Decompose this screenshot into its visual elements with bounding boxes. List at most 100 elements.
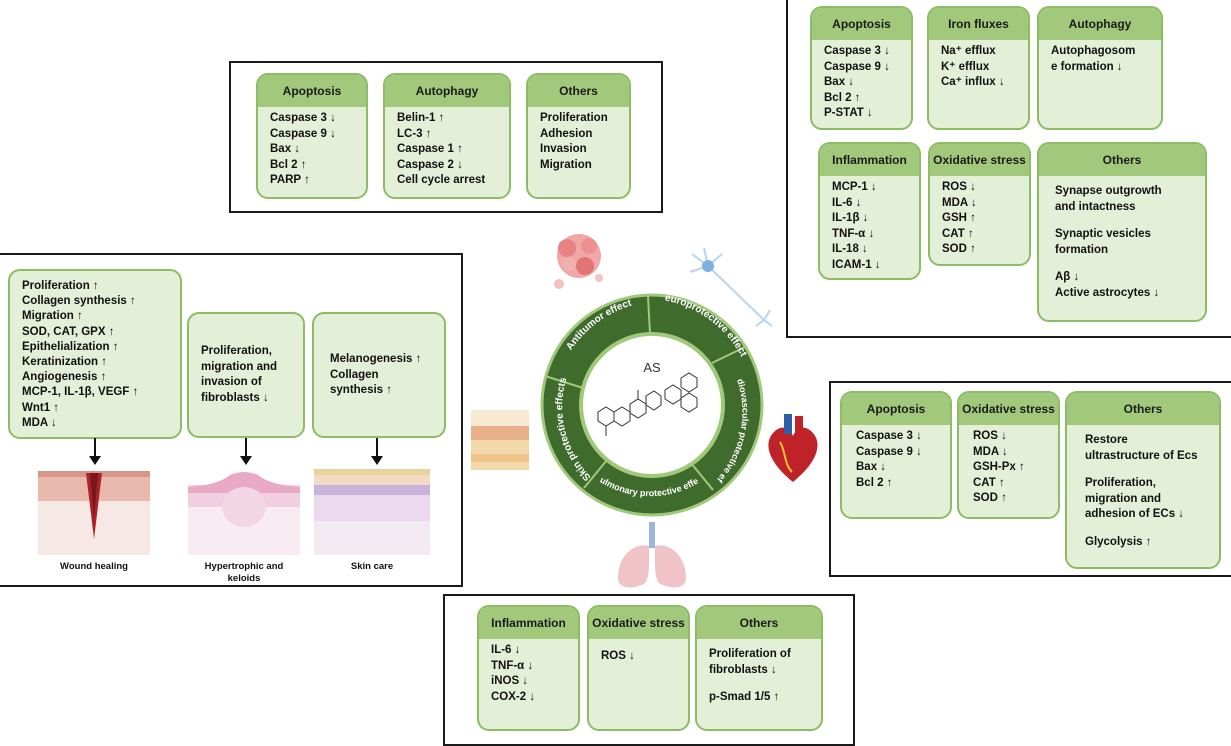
card-item: Adhesion [540,127,593,140]
pulmonary-oxidative-stress-card: Oxidative stress ROS ↓ [587,605,690,731]
card-item: Proliferation [540,112,608,124]
card-item: Caspase 3 ↓ [856,430,922,442]
card-list: IL-6 ↓TNF-α ↓iNOS ↓COX-2 ↓ [479,639,578,709]
skin-protective-panel: Proliferation ↑Collagen synthesis ↑Migra… [0,253,463,587]
card-item: Restore [1085,434,1128,446]
molecule-structure-icon [597,372,698,436]
card-item: Proliferation, [201,345,272,357]
card-item: Caspase 9 ↓ [856,445,922,458]
spacer [709,678,813,690]
card-item: Bcl 2 ↑ [270,158,307,171]
pulmonary-inflammation-card: Inflammation IL-6 ↓TNF-α ↓iNOS ↓COX-2 ↓ [477,605,580,731]
card-item: Bax ↓ [856,461,887,473]
card-item: Bax ↓ [270,143,301,155]
card-item: migration and [201,360,278,373]
wheel-ring [540,293,764,517]
tumor-cells-icon [554,234,603,289]
card-item: fibroblasts ↓ [201,391,269,404]
card-item: Active astrocytes ↓ [1055,286,1160,299]
card-item: Melanogenesis ↑ [330,353,422,365]
card-title: Others [528,75,629,107]
neuro-apoptosis-card: Apoptosis Caspase 3 ↓Caspase 9 ↓Bax ↓Bcl… [810,6,913,130]
card-item: Keratinization ↑ [22,356,107,369]
card-item: Bax ↓ [824,76,855,88]
card-item: MCP-1, IL-1β, VEGF ↑ [22,386,139,399]
center-label: AS [643,360,661,375]
card-item: MDA ↓ [22,416,57,429]
card-list: Caspase 3 ↓Caspase 9 ↓Bax ↓Bcl 2 ↑PARP ↑ [258,107,366,193]
card-list: ROS ↓MDA ↓GSH ↑CAT ↑SOD ↑ [930,176,1029,262]
antitumor-autophagy-card: Autophagy Belin-1 ↑LC-3 ↑Caspase 1 ↑Casp… [383,73,511,199]
wheel-center [579,332,725,478]
card-item: GSH-Px ↑ [973,461,1025,473]
card-title: Oxidative stress [589,607,688,639]
spacer [1055,215,1197,227]
segment-antitumor: Antitumor effect [564,298,633,353]
card-item: Proliferation, [1085,477,1156,489]
card-title: Oxidative stress [959,393,1058,425]
card-item: IL-1β ↓ [832,212,869,224]
lungs-icon [618,522,686,588]
neuron-icon [689,247,773,327]
cardio-apoptosis-card: Apoptosis Caspase 3 ↓Caspase 9 ↓Bax ↓Bcl… [840,391,952,519]
card-item: Autophagosom [1051,45,1136,57]
card-title: Others [1067,393,1219,425]
card-item: Migration [540,158,592,171]
card-item: adhesion of ECs ↓ [1085,508,1185,520]
pulmonary-panel: Inflammation IL-6 ↓TNF-α ↓iNOS ↓COX-2 ↓ … [443,594,855,746]
card-item: fibroblasts ↓ [709,663,777,676]
card-item: ultrastructure of Ecs [1085,449,1198,462]
card-item: ICAM-1 ↓ [832,258,881,271]
skin-wound-card: Proliferation ↑Collagen synthesis ↑Migra… [8,269,182,439]
card-item: Epithelialization ↑ [22,340,119,353]
card-item: Cell cycle arrest [397,174,486,186]
card-list: Caspase 3 ↓Caspase 9 ↓Bax ↓Bcl 2 ↑P-STAT… [812,40,911,126]
card-item: Synaptic vesicles [1055,228,1151,240]
card-item: Migration ↑ [22,310,83,323]
card-item: Collagen synthesis ↑ [22,295,136,308]
card-item: iNOS ↓ [491,675,529,687]
card-item: K⁺ efflux [941,60,990,73]
card-title: Inflammation [479,607,578,639]
card-item: migration and [1085,492,1162,505]
card-item: ROS ↓ [601,650,635,662]
card-item: formation [1055,243,1109,256]
spacer [1055,258,1197,270]
card-item: IL-18 ↓ [832,243,868,255]
card-item: CAT ↑ [942,227,974,240]
card-title: Iron fluxes [929,8,1028,40]
card-item: Na⁺ efflux [941,45,996,57]
card-item: Caspase 3 ↓ [270,112,336,124]
neuro-oxidative-stress-card: Oxidative stress ROS ↓MDA ↓GSH ↑CAT ↑SOD… [928,142,1031,266]
card-item: TNF-α ↓ [491,659,534,672]
card-item: LC-3 ↑ [397,127,432,140]
segment-skin: Skin protective effects [554,376,593,483]
card-item: ROS ↓ [973,430,1007,442]
card-item: TNF-α ↓ [832,227,875,240]
card-item: Aβ ↓ [1055,271,1080,283]
neuroprotective-panel: Apoptosis Caspase 3 ↓Caspase 9 ↓Bax ↓Bcl… [786,0,1231,338]
card-list: Proliferation ↑Collagen synthesis ↑Migra… [10,271,180,435]
spacer [1085,523,1211,535]
card-list: ROS ↓MDA ↓GSH-Px ↑CAT ↑SOD ↑ [959,425,1058,511]
card-title: Apoptosis [842,393,950,425]
card-item: SOD ↑ [942,243,976,255]
card-item: Caspase 9 ↓ [824,60,890,73]
card-title: Autophagy [385,75,509,107]
skincare-skin-illustration [314,469,430,555]
antitumor-panel: Apoptosis Caspase 3 ↓Caspase 9 ↓Bax ↓Bcl… [229,61,663,213]
card-list: Belin-1 ↑LC-3 ↑Caspase 1 ↑Caspase 2 ↓Cel… [385,107,509,193]
card-list: MCP-1 ↓IL-6 ↓IL-1β ↓TNF-α ↓IL-18 ↓ICAM-1… [820,176,919,277]
card-title: Others [1039,144,1205,176]
card-item: COX-2 ↓ [491,690,536,703]
